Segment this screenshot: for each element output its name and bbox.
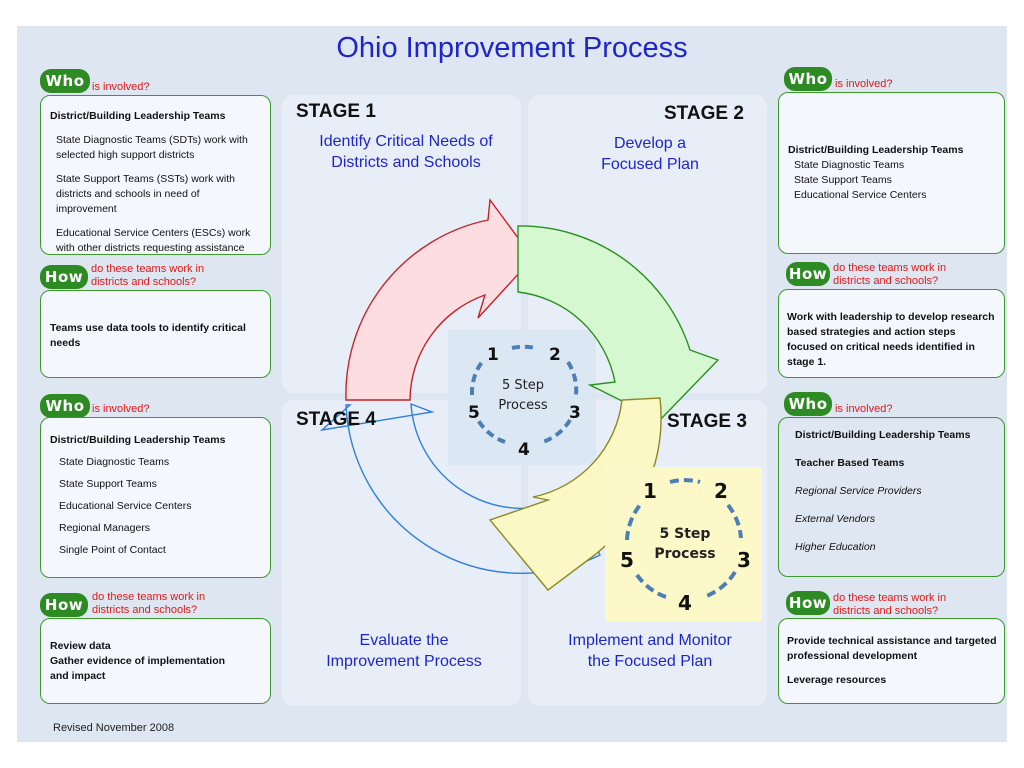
- stage-4-line-1: Evaluate the: [359, 632, 449, 649]
- who-badge-left-bottom: Who: [40, 394, 90, 418]
- who-badge-right-bottom: Who: [784, 392, 832, 416]
- how-caption-right-bottom: do these teams work in districts and sch…: [833, 592, 946, 618]
- how-caption-left-bottom-line-1: do these teams work in: [92, 591, 206, 603]
- stage-2-description: Develop a Focused Plan: [540, 133, 760, 175]
- who-item-left-bottom-2: State Support Teams: [59, 478, 157, 490]
- how-box-left-bottom: Review data Gather evidence of implement…: [40, 618, 271, 704]
- large-five-step-cycle: [625, 478, 743, 599]
- who-bold-item-right-bottom-2: Teacher Based Teams: [795, 457, 905, 469]
- page-title: Ohio Improvement Process: [336, 32, 688, 64]
- stage-1-line-1: Identify Critical Needs of: [319, 133, 493, 150]
- green-cycle-arrow: [517, 225, 720, 421]
- revision-footer: Revised November 2008: [53, 722, 175, 734]
- stage-1-description: Identify Critical Needs of Districts and…: [290, 131, 522, 173]
- who-item-left-bottom-4: Regional Managers: [59, 522, 151, 534]
- stage-4-label: STAGE 4: [296, 409, 376, 430]
- small-five-step-cycle: [469, 344, 579, 444]
- stage-3-line-1: Implement and Monitor: [568, 632, 732, 649]
- small-step-4: 4: [518, 440, 530, 460]
- small-step-3: 3: [569, 403, 581, 423]
- how-caption-right-bottom-line-1: do these teams work in: [833, 592, 947, 604]
- how-badge-left-top: How: [40, 265, 88, 289]
- how-caption-left-bottom-line-2: districts and schools?: [92, 604, 198, 616]
- red-cycle-arrow: [345, 198, 534, 401]
- large-step-4: 4: [678, 591, 692, 615]
- who-item-left-bottom-1: State Diagnostic Teams: [59, 456, 170, 468]
- how-line-left-bottom-1: Review data: [50, 640, 111, 652]
- large-step-3: 3: [737, 548, 751, 572]
- who-heading-left-top: District/Building Leadership Teams: [50, 110, 226, 122]
- yellow-cycle-arrow: [488, 397, 662, 591]
- who-italic-item-right-bottom-3: Higher Education: [795, 541, 876, 553]
- who-box-left-top: District/Building Leadership Teams State…: [40, 95, 271, 255]
- small-step-label-2: Process: [498, 398, 548, 413]
- who-badge-left-top: Who: [40, 69, 90, 93]
- small-step-1: 1: [487, 345, 499, 365]
- who-italic-item-right-bottom-2: External Vendors: [795, 513, 876, 525]
- large-step-label-1: 5 Step: [660, 526, 711, 542]
- how-box-left-top: Teams use data tools to identify critica…: [40, 290, 271, 378]
- who-item-left-bottom-5: Single Point of Contact: [59, 544, 166, 556]
- small-step-label-1: 5 Step: [502, 378, 544, 393]
- how-badge-right-top: How: [786, 262, 830, 286]
- who-heading-right-top: District/Building Leadership Teams: [788, 144, 964, 156]
- who-box-left-bottom: District/Building Leadership Teams State…: [40, 417, 271, 578]
- who-item-left-top-3: Educational Service Centers (ESCs) work …: [56, 227, 251, 254]
- how-caption-left-bottom: do these teams work in districts and sch…: [92, 591, 205, 617]
- stage-3-line-2: the Focused Plan: [587, 653, 713, 670]
- how-line-left-bottom-2: Gather evidence of implementation: [50, 655, 226, 667]
- who-caption-right-top: is involved?: [835, 78, 893, 90]
- how-caption-left-top-line-2: districts and schools?: [91, 276, 197, 288]
- stage-2-label: STAGE 2: [664, 103, 744, 124]
- large-step-5: 5: [620, 548, 634, 572]
- how-badge-left-bottom: How: [40, 593, 88, 617]
- how-caption-right-bottom-line-2: districts and schools?: [833, 605, 939, 617]
- how-box-right-top: Work with leadership to develop research…: [778, 289, 1005, 378]
- large-step-label-2: Process: [654, 546, 715, 562]
- how-text-right-top: Work with leadership to develop research…: [787, 311, 995, 368]
- stage-3-label: STAGE 3: [667, 411, 747, 432]
- who-item-left-top-1: State Diagnostic Teams (SDTs) work with …: [56, 134, 248, 161]
- how-line-left-bottom-3: and impact: [50, 670, 106, 682]
- who-item-right-top-1: State Diagnostic Teams: [794, 159, 905, 171]
- small-step-2: 2: [549, 345, 561, 365]
- how-caption-left-top: do these teams work in districts and sch…: [91, 263, 204, 289]
- stage-2-line-2: Focused Plan: [601, 156, 699, 173]
- who-caption-right-bottom: is involved?: [835, 403, 893, 415]
- stage-3-description: Implement and Monitor the Focused Plan: [536, 630, 764, 672]
- who-heading-left-bottom: District/Building Leadership Teams: [50, 434, 226, 446]
- how-text-left-top: Teams use data tools to identify critica…: [50, 322, 246, 349]
- who-caption-left-bottom: is involved?: [92, 403, 150, 415]
- who-item-right-top-2: State Support Teams: [794, 174, 892, 186]
- who-item-left-top-2: State Support Teams (SSTs) work with dis…: [56, 173, 235, 215]
- who-badge-right-top: Who: [784, 67, 832, 91]
- who-box-right-top: District/Building Leadership Teams State…: [778, 92, 1005, 254]
- how-line-right-bottom-2: Leverage resources: [787, 674, 887, 686]
- large-step-2: 2: [714, 479, 728, 503]
- blue-cycle-arrow: [319, 402, 601, 574]
- how-line-right-bottom-1: Provide technical assistance and targete…: [787, 635, 997, 662]
- small-step-5: 5: [468, 403, 480, 423]
- how-badge-right-bottom: How: [786, 591, 830, 615]
- who-item-right-top-3: Educational Service Centers: [794, 189, 927, 201]
- who-bold-item-right-bottom-1: District/Building Leadership Teams: [795, 429, 971, 441]
- large-process-panel: [605, 467, 762, 621]
- who-caption-left-top: is involved?: [92, 81, 150, 93]
- stage-1-line-2: Districts and Schools: [331, 154, 481, 171]
- stage-4-line-2: Improvement Process: [326, 653, 482, 670]
- how-box-right-bottom: Provide technical assistance and targete…: [778, 618, 1005, 704]
- how-caption-right-top-line-2: districts and schools?: [833, 275, 939, 287]
- how-caption-left-top-line-1: do these teams work in: [91, 263, 205, 275]
- who-italic-item-right-bottom-1: Regional Service Providers: [795, 485, 922, 497]
- who-box-right-bottom: District/Building Leadership Teams Teach…: [778, 417, 1005, 577]
- how-caption-right-top-line-1: do these teams work in: [833, 262, 947, 274]
- stage-2-line-1: Develop a: [613, 135, 687, 152]
- stage-4-description: Evaluate the Improvement Process: [290, 630, 518, 672]
- inner-process-panel: [448, 330, 596, 465]
- stage-1-label: STAGE 1: [296, 101, 376, 122]
- how-caption-right-top: do these teams work in districts and sch…: [833, 262, 946, 288]
- large-step-1: 1: [643, 479, 657, 503]
- who-item-left-bottom-3: Educational Service Centers: [59, 500, 192, 512]
